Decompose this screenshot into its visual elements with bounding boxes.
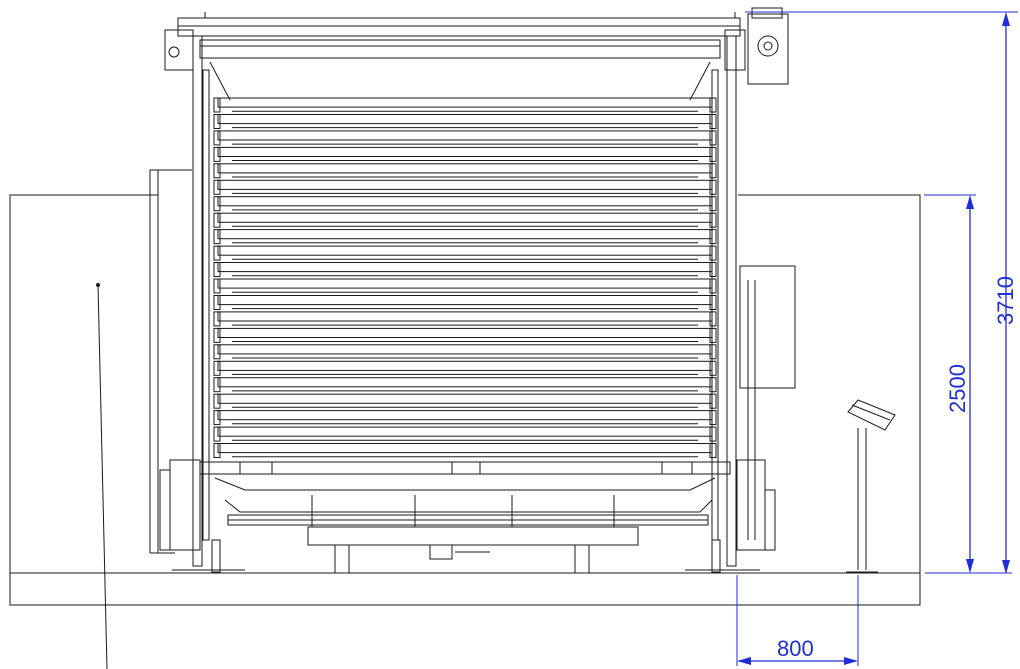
tray: [213, 278, 717, 294]
tray: [213, 130, 717, 146]
tray: [213, 426, 717, 442]
floor-base: [9, 572, 921, 606]
tray: [213, 295, 717, 310]
frame-legs: [159, 459, 776, 574]
right-cabinet: [738, 194, 921, 605]
tray: [213, 344, 717, 360]
lift-platform: [199, 461, 731, 560]
tray: [213, 360, 717, 376]
tray: [213, 212, 717, 228]
tray: [213, 410, 717, 426]
total-height-label: 3710: [993, 276, 1018, 325]
panel-offset-label: 800: [777, 636, 814, 661]
tray: [213, 393, 717, 409]
control-panel-stand: [846, 399, 896, 573]
tray: [213, 377, 717, 393]
tray: [213, 196, 717, 212]
leader-line: [97, 284, 108, 669]
tray: [213, 97, 717, 113]
tray: [213, 262, 717, 277]
dimension-panel-offset: 800: [736, 575, 859, 666]
top-gantry: [164, 7, 789, 101]
tray: [213, 179, 717, 195]
tray: [213, 245, 717, 261]
tray: [213, 114, 717, 129]
tray: [213, 327, 717, 343]
tray: [213, 229, 717, 245]
left-cabinet: [9, 169, 192, 669]
dimension-total-height: 3710: [745, 11, 1018, 574]
tray-stack: [213, 97, 717, 458]
tray: [213, 163, 717, 179]
cabinet-height-label: 2500: [945, 364, 970, 413]
tray: [213, 146, 717, 162]
drive-motor-icon: [757, 35, 779, 57]
dimension-cabinet-height: 2500: [924, 194, 1012, 574]
tray: [213, 443, 717, 458]
frame-posts: [192, 35, 737, 567]
tray: [213, 311, 717, 327]
